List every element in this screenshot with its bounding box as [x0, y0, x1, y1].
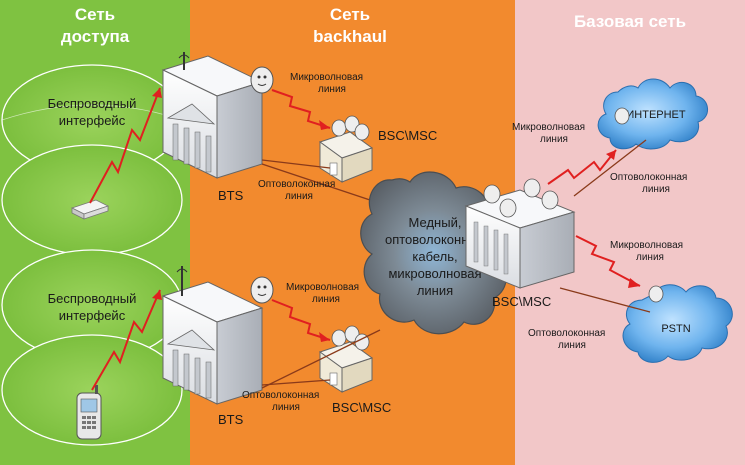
dish-antenna-internet-icon: [614, 107, 630, 125]
microwave-link-top-arrowhead: [319, 120, 330, 130]
radio-link-top-arrowhead: [152, 88, 162, 98]
dish-antennas-bsc-msc-top-icon: [331, 115, 370, 141]
pstn-cloud: [622, 284, 733, 363]
dish-antennas-bsc-msc-bottom-icon: [331, 325, 370, 351]
microwave-link-pstn: [575, 235, 641, 287]
microwave-bottom-label-line1: Микроволновая: [286, 282, 359, 293]
dish-antenna-bts-top-icon: [250, 66, 274, 94]
fiber-link-bottom-to-cloud: [261, 329, 381, 389]
bts-building-top: [161, 55, 264, 179]
pstn-cloud-label: PSTN: [661, 323, 690, 335]
wireless-interface-top-line2: интерфейс: [59, 113, 126, 128]
wireless-interface-top-line1: Беспроводный: [48, 96, 137, 111]
microwave-link-internet: [547, 149, 617, 185]
microwave-top-label-line2: линия: [318, 84, 346, 95]
coverage-cell-bottom: [1, 249, 183, 446]
microwave-internet-label-line2: линия: [540, 134, 568, 145]
antenna-mast-top-icon: [178, 52, 190, 70]
microwave-link-bottom-arrowhead: [319, 332, 330, 342]
fiber-top-label-line1: Оптоволоконная: [258, 179, 335, 190]
bsc-msc-core-label: BSC\MSC: [492, 294, 551, 309]
fiber-link-top: [261, 159, 331, 169]
bsc-msc-bottom-label: BSC\MSC: [332, 400, 391, 415]
access-network-title-line2: доступа: [61, 27, 130, 46]
wireless-interface-bottom-line1: Беспроводный: [48, 291, 137, 306]
radio-link-top: [89, 87, 161, 204]
internet-cloud-label: ИНТЕРНЕТ: [626, 109, 686, 121]
fiber-top-label-line2: линия: [285, 191, 313, 202]
bts-bottom-label: BTS: [218, 412, 244, 427]
transport-cloud-line4: микроволновая: [388, 266, 481, 281]
microwave-link-pstn-arrowhead: [628, 278, 640, 288]
backhaul-network-title-line2: backhaul: [313, 27, 387, 46]
microwave-link-internet-arrowhead: [606, 150, 616, 160]
bsc-msc-top-label: BSC\MSC: [378, 128, 437, 143]
wireless-interface-bottom-line2: интерфейс: [59, 308, 126, 323]
fiber-pstn-label-line2: линия: [558, 340, 586, 351]
microwave-bottom-label-line2: линия: [312, 294, 340, 305]
dish-antenna-pstn-icon: [648, 285, 664, 303]
radio-link-bottom-arrowhead: [152, 290, 162, 300]
fiber-link-bottom: [261, 379, 331, 386]
core-network-title: Базовая сеть: [574, 12, 686, 31]
transport-cloud-line5: линия: [417, 283, 453, 298]
bts-building-bottom: [161, 281, 264, 405]
fiber-bottom-label-line2: линия: [272, 402, 300, 413]
microwave-pstn-label-line2: линия: [636, 252, 664, 263]
fiber-link-pstn: [559, 287, 651, 313]
fiber-link-top-to-cloud: [261, 163, 371, 201]
dish-antenna-bts-bottom-icon: [250, 276, 274, 304]
microwave-link-bottom: [271, 299, 331, 341]
fiber-bottom-label-line1: Оптоволоконная: [242, 390, 319, 401]
bsc-msc-core-building: [464, 189, 576, 289]
dish-antennas-core-icon: [483, 178, 559, 218]
microwave-top-label-line1: Микроволновая: [290, 72, 363, 83]
wireless-modem-icon: [70, 199, 110, 220]
microwave-link-top: [271, 89, 331, 129]
fiber-internet-label-line1: Оптоволоконная: [610, 172, 687, 183]
fiber-internet-label-line2: линия: [642, 184, 670, 195]
transport-cloud-line3: кабель,: [412, 249, 457, 264]
bts-top-label: BTS: [218, 188, 244, 203]
access-network-title-line1: Сеть: [75, 5, 115, 24]
bsc-msc-bottom-building: [318, 341, 374, 393]
radio-link-bottom: [91, 289, 161, 391]
microwave-pstn-label-line1: Микроволновая: [610, 240, 683, 251]
internet-cloud: [597, 78, 708, 150]
mobile-phone-icon: [76, 385, 102, 440]
transport-cloud-line2: оптоволоконный: [385, 232, 485, 247]
antenna-mast-bottom-icon: [176, 266, 188, 296]
backhaul-network-title-line1: Сеть: [330, 5, 370, 24]
microwave-internet-label-line1: Микроволновая: [512, 122, 585, 133]
transport-cloud-line1: Медный,: [409, 215, 462, 230]
fiber-link-internet: [573, 139, 647, 197]
fiber-pstn-label-line1: Оптоволоконная: [528, 328, 605, 339]
